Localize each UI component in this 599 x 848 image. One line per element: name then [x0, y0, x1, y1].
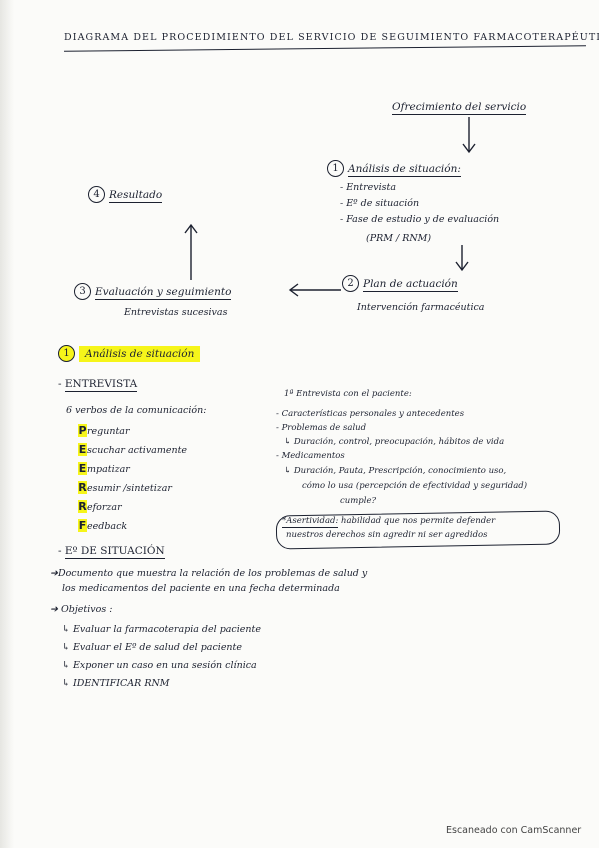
section1-number: 1 [58, 345, 75, 362]
step2-title: 2 Plan de actuación [342, 275, 458, 292]
step2-label: Plan de actuación [363, 277, 458, 292]
page-edge [0, 0, 14, 848]
entrevista-heading: - ENTREVISTA [58, 378, 138, 392]
right-note: - Problemas de salud [276, 423, 367, 433]
verb-rest: eforzar [87, 502, 122, 513]
step3-title: 3 Evaluación y seguimiento [74, 283, 232, 300]
entrevista-heading-text: ENTREVISTA [64, 378, 138, 392]
page-title: DIAGRAMA DEL PROCEDIMIENTO DEL SERVICIO … [64, 32, 599, 43]
estado-definition-1: ➔Documento que muestra la relación de lo… [50, 568, 367, 579]
step1-number: 1 [327, 160, 344, 177]
step1-item: - Eº de situación [340, 198, 420, 209]
objetivo-item: ↳ Evaluar el Eº de salud del paciente [62, 642, 242, 653]
arrow-down-start [462, 117, 476, 154]
arrow-up-step3 [184, 223, 198, 280]
right-note: 1ª Entrevista con el paciente: [284, 389, 412, 399]
verb-rest: eedback [87, 521, 128, 532]
step1-label: Análisis de situación: [348, 162, 461, 177]
asertividad-text-2: nuestros derechos sin agredir ni ser agr… [286, 530, 488, 540]
verb-letter: P [78, 424, 87, 437]
verb-item: Reforzar [78, 500, 122, 513]
verb-item: Empatizar [78, 462, 130, 475]
arrow-left-step2 [288, 283, 341, 297]
step4-label: Resultado [109, 188, 163, 203]
verb-letter: E [78, 443, 87, 456]
objetivo-item: ↳ Evaluar la farmacoterapia del paciente [62, 624, 261, 635]
verb-item: Preguntar [78, 424, 130, 437]
verb-letter: F [78, 519, 87, 532]
right-note: cómo lo usa (percepción de efectividad y… [302, 481, 528, 491]
start-label: Ofrecimiento del servicio [392, 101, 527, 115]
objetivos-label: ➔ Objetivos : [50, 604, 112, 615]
step2-number: 2 [342, 275, 359, 292]
objetivos-label-text: Objetivos : [60, 604, 113, 615]
right-note: ↳ Duración, control, preocupación, hábit… [284, 437, 505, 447]
section1-title: Análisis de situación [79, 345, 201, 362]
verb-item: Escuchar activamente [78, 443, 187, 456]
estado-heading: - Eº DE SITUACIÓN [58, 545, 165, 559]
step1-item: - Entrevista [340, 182, 397, 193]
estado-def-1-text: Documento que muestra la relación de los… [57, 568, 368, 579]
step3-sub: Entrevistas sucesivas [124, 307, 228, 318]
right-note: cumple? [340, 496, 377, 506]
step4-number: 4 [88, 186, 105, 203]
step1-item: - Fase de estudio y de evaluación [340, 214, 500, 225]
scanner-watermark: Escaneado con CamScanner [446, 825, 582, 836]
asertividad-line1: *Asertividad: habilidad que nos permite … [282, 516, 496, 528]
bullet-arrow-icon: ➔ [50, 604, 61, 615]
verb-letter: E [78, 462, 87, 475]
step2-sub: Intervención farmacéutica [357, 302, 485, 313]
bullet-arrow-icon: ➔ [50, 568, 58, 579]
verbs-intro: 6 verbos de la comunicación: [66, 405, 207, 416]
right-note: - Medicamentos [276, 451, 345, 461]
verb-letter: R [78, 500, 87, 513]
verb-item: Resumir /sintetizar [78, 481, 172, 494]
asertividad-label: *Asertividad: [282, 516, 339, 528]
step3-number: 3 [74, 283, 91, 300]
arrow-down-step1 [455, 245, 469, 272]
right-note: - Características personales y anteceden… [276, 409, 465, 419]
verb-item: Feedback [78, 519, 127, 532]
objetivo-item: ↳ Exponer un caso en una sesión clínica [62, 660, 257, 671]
asertividad-text-1: habilidad que nos permite defender [341, 516, 496, 526]
right-note: ↳ Duración, Pauta, Prescripción, conocim… [284, 466, 507, 476]
estado-heading-text: Eº DE SITUACIÓN [64, 545, 165, 559]
objetivo-item: ↳ IDENTIFICAR RNM [62, 678, 170, 689]
estado-definition-2: los medicamentos del paciente en una fec… [62, 583, 340, 594]
step3-label: Evaluación y seguimiento [95, 285, 232, 300]
verb-rest: scuchar activamente [87, 445, 188, 456]
title-underline [64, 45, 586, 52]
verb-rest: esumir /sintetizar [87, 483, 172, 494]
verb-rest: mpatizar [87, 464, 130, 475]
step4-title: 4 Resultado [88, 186, 163, 203]
step1-title: 1 Análisis de situación: [327, 160, 461, 177]
step1-item: (PRM / RNM) [366, 233, 432, 244]
verb-rest: reguntar [87, 426, 130, 437]
verb-letter: R [78, 481, 87, 494]
